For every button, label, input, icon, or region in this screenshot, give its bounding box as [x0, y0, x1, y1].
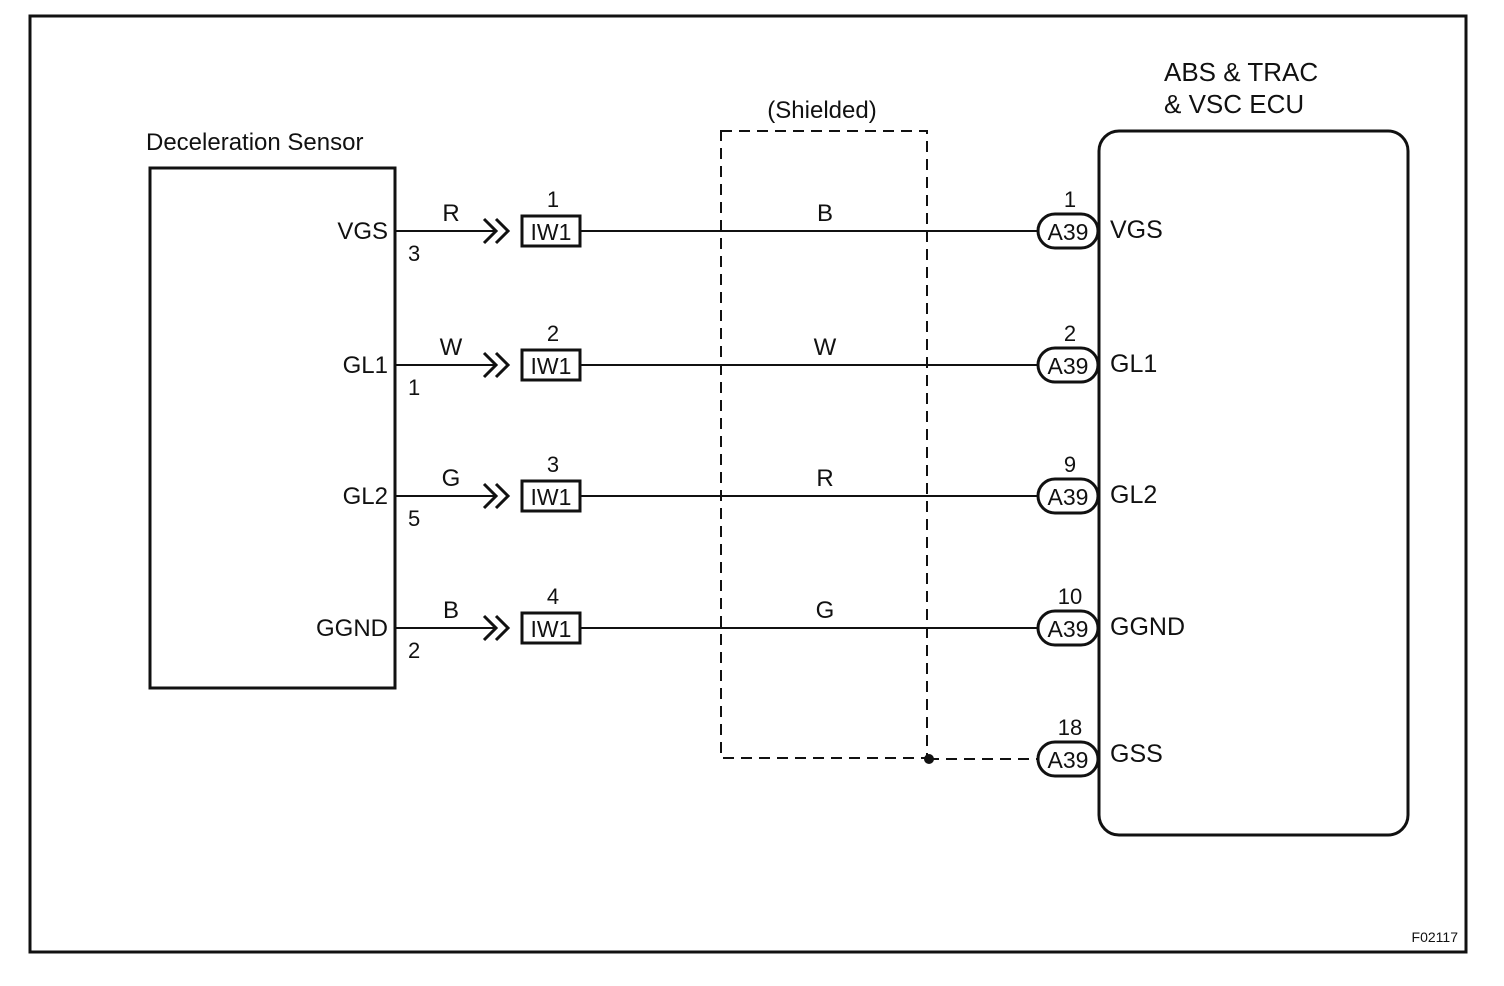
shield-region: (Shielded) [720, 97, 1038, 764]
connector-chevron [482, 351, 499, 379]
wire-color-left: G [442, 465, 461, 492]
figure-code: F02117 [1412, 929, 1459, 945]
wire-color-right: R [816, 465, 833, 492]
connector-chevron [494, 351, 511, 379]
sensor-box [148, 166, 397, 690]
circuits: VGS3RIW11BA391VGSGL11WIW12WA392GL1GL25GI… [316, 187, 1185, 663]
ecu-connector-label: A39 [1048, 484, 1089, 510]
ecu-connector-oval [1036, 740, 1100, 778]
wire-color-right: B [817, 200, 833, 227]
shield-label: (Shielded) [767, 97, 876, 124]
shield-box [720, 130, 928, 759]
ecu-connector-oval [1036, 212, 1100, 250]
connector-chevron [482, 482, 499, 510]
ecu-connector-label: A39 [1048, 353, 1089, 379]
ecu-pin-name: GGND [1110, 613, 1185, 641]
wire-color-left: W [440, 334, 463, 361]
sensor-pin-name: GGND [316, 615, 388, 642]
wire-color-left: B [443, 597, 459, 624]
ecu-pin-name: VGS [1110, 216, 1163, 244]
ecu-pin-name: GL1 [1110, 350, 1157, 378]
sensor-pin-number: 5 [408, 506, 420, 531]
ecu-pin-name: GSS [1110, 740, 1163, 768]
ecu-title-line2: & VSC ECU [1164, 89, 1304, 119]
junction-pin-number: 1 [547, 187, 559, 212]
connector-chevron [494, 614, 511, 642]
junction-connector-label: IW1 [531, 484, 572, 510]
junction-pin-number: 4 [547, 584, 559, 609]
wire-color-right: W [814, 334, 837, 361]
ecu-pin-name: GL2 [1110, 481, 1157, 509]
connector-chevron [482, 614, 499, 642]
ecu-pin-number: 10 [1058, 584, 1082, 609]
junction-connector-label: IW1 [531, 616, 572, 642]
deceleration-sensor: Deceleration Sensor [146, 129, 397, 690]
ecu-pin-number: 1 [1064, 187, 1076, 212]
ecu-connector-label: A39 [1048, 747, 1089, 773]
ecu-title-line1: ABS & TRAC [1164, 57, 1318, 87]
junction-pin-number: 2 [547, 321, 559, 346]
ecu-pin-number: 18 [1058, 715, 1082, 740]
ecu-connector-oval [1036, 609, 1100, 647]
sensor-pin-name: VGS [337, 218, 388, 245]
ecu-pin-number: 2 [1064, 321, 1076, 346]
junction-connector-label: IW1 [531, 219, 572, 245]
sensor-pin-name: GL1 [343, 352, 388, 379]
sensor-pin-number: 1 [408, 375, 420, 400]
junction-connector-label: IW1 [531, 353, 572, 379]
shield-junction-dot [924, 754, 934, 764]
sensor-title: Deceleration Sensor [146, 129, 363, 156]
abs-trac-vsc-ecu: ABS & TRAC & VSC ECU [1097, 57, 1410, 837]
diagram-frame [28, 14, 1468, 954]
wire-color-left: R [442, 200, 459, 227]
ecu-connector-label: A39 [1048, 219, 1089, 245]
sensor-pin-number: 3 [408, 241, 420, 266]
sensor-pin-name: GL2 [343, 483, 388, 510]
ecu-box [1097, 129, 1410, 837]
ecu-pin-number: 9 [1064, 452, 1076, 477]
wire-color-right: G [816, 597, 835, 624]
sensor-pin-number: 2 [408, 638, 420, 663]
junction-pin-number: 3 [547, 452, 559, 477]
ecu-connector-oval [1036, 477, 1100, 515]
connector-chevron [482, 217, 499, 245]
connector-chevron [494, 482, 511, 510]
connector-chevron [494, 217, 511, 245]
ecu-connector-oval [1036, 346, 1100, 384]
ecu-connector-label: A39 [1048, 616, 1089, 642]
